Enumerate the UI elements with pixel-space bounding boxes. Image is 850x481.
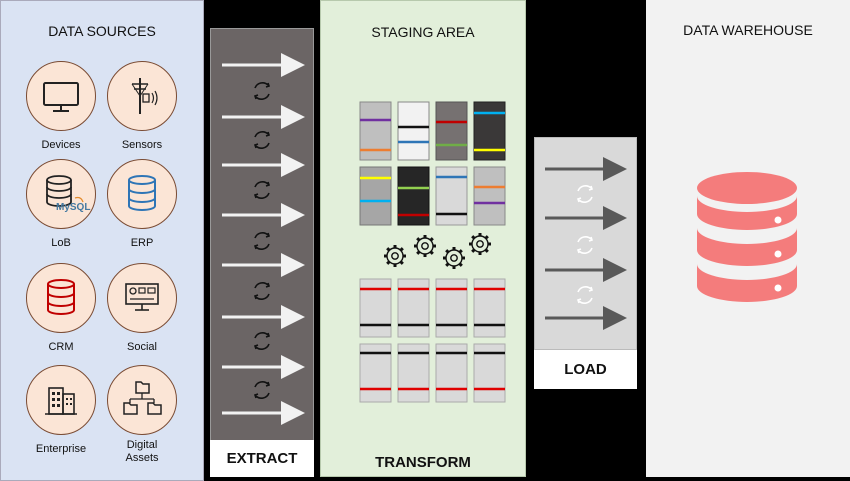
source-devices[interactable]: Devices <box>21 61 101 152</box>
data-warehouse-panel: DATA WAREHOUSE <box>646 0 850 477</box>
extract-panel <box>210 28 314 477</box>
source-sensors[interactable]: Sensors <box>102 61 182 152</box>
source-crm[interactable]: CRM <box>21 263 101 354</box>
mysql-logo-text: MySQL <box>56 202 91 213</box>
mysql-database-icon: MySQL <box>26 159 96 229</box>
staging-area-title: STAGING AREA <box>371 24 475 40</box>
source-label: Digital Assets <box>125 439 159 464</box>
source-social[interactable]: Social <box>102 263 182 354</box>
database-icon <box>697 172 797 302</box>
monitor-icon <box>26 61 96 131</box>
load-label-box: LOAD <box>534 350 637 389</box>
staging-area-panel: STAGING AREA <box>320 0 526 477</box>
load-label: LOAD <box>564 361 607 378</box>
source-label: ERP <box>130 237 154 249</box>
cycle-icon <box>254 82 270 399</box>
database-icon <box>26 263 96 333</box>
source-label: Social <box>127 341 157 353</box>
source-erp[interactable]: ERP <box>102 159 182 250</box>
source-label: Devices <box>41 139 81 151</box>
social-dashboard-icon <box>107 263 177 333</box>
extract-label-box: EXTRACT <box>210 440 314 477</box>
transform-blocks <box>359 101 506 226</box>
source-lob[interactable]: MySQL LoB <box>21 159 101 250</box>
data-sources-panel: DATA SOURCES Devices Sensors <box>0 0 204 481</box>
data-sources-title: DATA SOURCES <box>48 23 156 39</box>
extract-label: EXTRACT <box>226 450 298 467</box>
source-label: LoB <box>51 237 71 249</box>
source-digital-assets[interactable]: Digital Assets <box>102 365 182 465</box>
extract-flow-arrows <box>222 53 305 425</box>
sensor-pole-icon <box>107 61 177 131</box>
source-label: Sensors <box>121 139 163 151</box>
transformed-blocks <box>359 278 506 403</box>
cycle-icon <box>577 185 593 304</box>
data-warehouse-title: DATA WAREHOUSE <box>683 22 813 38</box>
source-label: Enterprise <box>35 443 87 455</box>
database-icon <box>107 159 177 229</box>
source-label: CRM <box>48 341 74 353</box>
folder-tree-icon <box>107 365 177 435</box>
source-enterprise[interactable]: Enterprise <box>21 365 101 456</box>
load-panel <box>534 137 637 350</box>
office-building-icon <box>26 365 96 435</box>
transform-label: TRANSFORM <box>375 454 471 471</box>
load-flow-arrows <box>545 157 627 330</box>
